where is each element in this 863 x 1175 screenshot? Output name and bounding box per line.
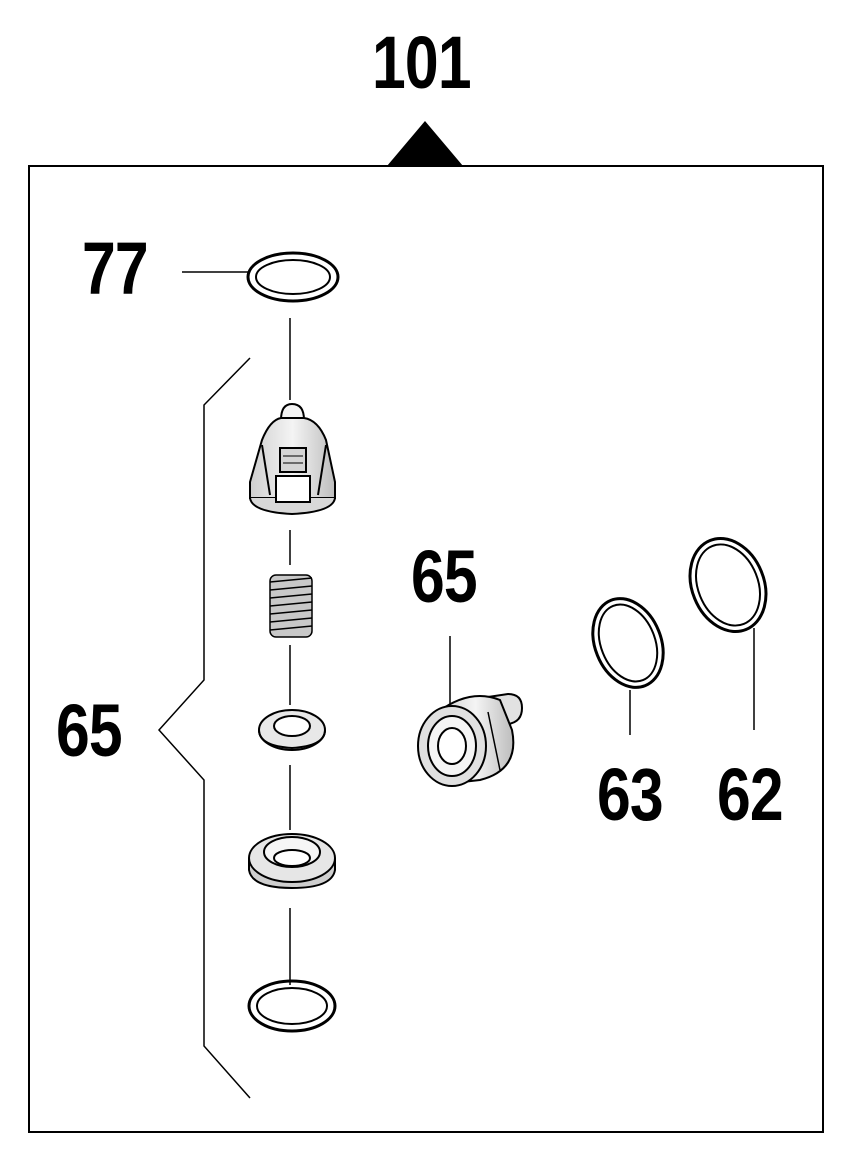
group-bracket: [157, 357, 251, 1099]
callout-65-bracket: 65: [56, 689, 123, 772]
washer-small: [258, 709, 326, 751]
ring-62: [688, 536, 768, 634]
oring-77: [246, 251, 340, 303]
valve-assembled: [417, 692, 524, 787]
oring-bottom: [247, 979, 337, 1033]
valve-seat: [248, 833, 336, 890]
spring: [269, 574, 313, 638]
callout-63: 63: [597, 753, 664, 836]
callout-62: 62: [717, 753, 784, 836]
ring-63: [591, 597, 665, 689]
callout-65-assembled: 65: [411, 535, 478, 618]
callout-77: 77: [82, 227, 149, 310]
assembly-pointer-triangle: [387, 121, 463, 166]
valve-cage: [249, 402, 336, 516]
assembly-frame: [28, 165, 824, 1133]
callout-101: 101: [372, 21, 472, 104]
